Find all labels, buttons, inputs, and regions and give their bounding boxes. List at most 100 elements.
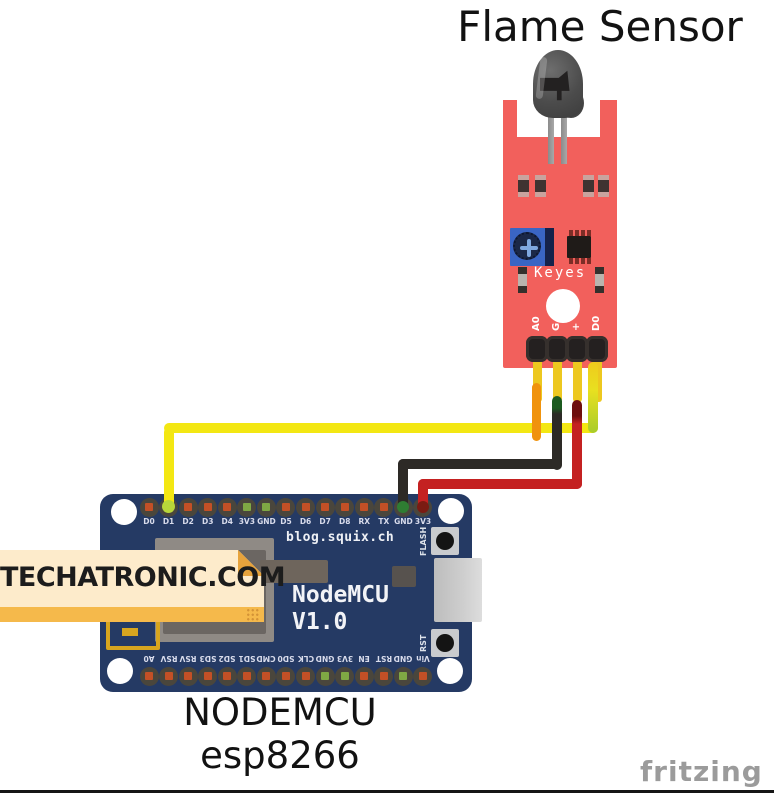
pin-label: D1	[162, 517, 175, 526]
smd-component	[518, 267, 527, 293]
banner-text: TECHATRONIC.COM	[0, 562, 286, 593]
mounting-hole	[438, 498, 464, 524]
smd-resistor	[598, 175, 609, 197]
sensor-pin-header-a0	[526, 336, 548, 362]
wire-red-horizontal	[418, 479, 582, 489]
silk-text: blog.squix.ch	[286, 530, 395, 545]
smd-resistor	[535, 175, 546, 197]
bottom-pin-gnd	[315, 666, 335, 686]
banner-drag-dots	[246, 608, 259, 621]
potentiometer	[510, 228, 554, 266]
pin-label: RX	[358, 517, 371, 526]
top-pin-d5	[276, 497, 296, 517]
pin-label: D3	[201, 517, 214, 526]
board-caption: NODEMCU esp8266	[183, 691, 377, 777]
pin-label: 3V3	[238, 517, 255, 526]
top-pin-rx	[354, 497, 374, 517]
top-pin-3v3	[237, 497, 257, 517]
top-pin-d3	[198, 497, 218, 517]
wire-red-vertical-left	[418, 479, 428, 511]
sensor-mounting-hole	[546, 289, 580, 323]
sensor-pin-header-g	[546, 336, 568, 362]
pin-label: 3V3	[414, 517, 432, 526]
bottom-pin-sd0	[276, 666, 296, 686]
mounting-hole	[111, 499, 137, 525]
pin-label: D2	[182, 517, 194, 526]
pin-label: D8	[338, 517, 351, 526]
led-leg	[561, 112, 567, 164]
wire-cap-d1	[162, 500, 175, 513]
wire-cap-3v3	[417, 501, 429, 513]
usb-serial-chip	[260, 560, 328, 583]
wire-black-vertical-left	[398, 459, 408, 509]
sensor-brand-label: Keyes	[534, 265, 587, 281]
bottom-pin-sd1	[237, 666, 257, 686]
antenna-traces	[106, 618, 160, 650]
wire-orange-stub	[532, 383, 541, 441]
mounting-hole	[107, 658, 133, 684]
pin-label: GND	[394, 517, 413, 526]
pin-label: D0	[143, 517, 155, 526]
bottom-pin-clk	[296, 666, 316, 686]
pin-label: TX	[378, 517, 390, 526]
top-pin-d7	[315, 497, 335, 517]
sensor-pin-header-d0	[586, 336, 608, 362]
fritzing-watermark: fritzing	[640, 755, 763, 788]
top-pin-d4	[217, 497, 237, 517]
sensor-pin-label: +	[571, 322, 582, 331]
bottom-pin-en	[354, 666, 374, 686]
smd-resistor	[518, 175, 529, 197]
sensor-pin-label: D0	[591, 315, 602, 331]
smd-chip	[392, 566, 416, 587]
model-name: NodeMCU	[292, 582, 389, 608]
flash-button	[431, 527, 459, 555]
pin-label: D6	[299, 517, 312, 526]
wire-black-horizontal	[398, 459, 562, 469]
pin-label: D4	[221, 517, 233, 526]
mounting-hole	[437, 658, 463, 684]
potentiometer-knob	[513, 232, 541, 260]
bottom-pin-sd3	[198, 666, 218, 686]
smd-component	[595, 267, 604, 293]
ic-chip	[567, 236, 591, 258]
wire-yellow-vertical-left	[164, 427, 174, 510]
bottom-pin-a0	[139, 666, 159, 686]
bottom-pin-3v3	[335, 666, 355, 686]
top-pin-d8	[335, 497, 355, 517]
wire-red-vertical-right	[572, 400, 582, 489]
reset-button	[431, 629, 459, 657]
top-pin-tx	[374, 497, 394, 517]
top-pin-gnd	[256, 497, 276, 517]
bottom-border-line	[0, 790, 774, 793]
sensor-pin-label: A0	[531, 316, 542, 331]
sensor-pcb-arm	[600, 100, 617, 140]
sensor-pin-stub	[532, 350, 542, 402]
sensor-pin-stub	[572, 350, 582, 402]
bottom-pin-gnd	[393, 666, 413, 686]
sensor-pin-label: G	[551, 322, 562, 331]
wire-yellow-vertical-right	[588, 362, 598, 433]
wire-black-vertical-right	[552, 396, 562, 470]
pin-label: D5	[280, 517, 292, 526]
sensor-pin-stub	[552, 350, 562, 402]
bottom-pin-rst	[374, 666, 394, 686]
led-leg	[548, 112, 554, 164]
page-title: Flame Sensor	[457, 2, 743, 51]
usb-connector	[434, 558, 482, 622]
wire-cap-gnd	[397, 501, 409, 513]
sensor-pcb-arm	[503, 100, 517, 140]
wire-yellow-horizontal	[164, 423, 598, 433]
bottom-pin-vin	[413, 666, 433, 686]
model-version: V1.0	[292, 609, 348, 635]
smd-resistor	[583, 175, 594, 197]
bottom-pin-rsv	[178, 666, 198, 686]
flash-button-label: FLASH	[419, 526, 428, 556]
bottom-pin-sd2	[217, 666, 237, 686]
bottom-pin-rsv	[159, 666, 179, 686]
sensor-pin-header-+	[566, 336, 588, 362]
pin-label: Vin	[416, 654, 430, 663]
top-pin-d2	[178, 497, 198, 517]
top-pin-d0	[139, 497, 159, 517]
bottom-pin-cmd	[256, 666, 276, 686]
